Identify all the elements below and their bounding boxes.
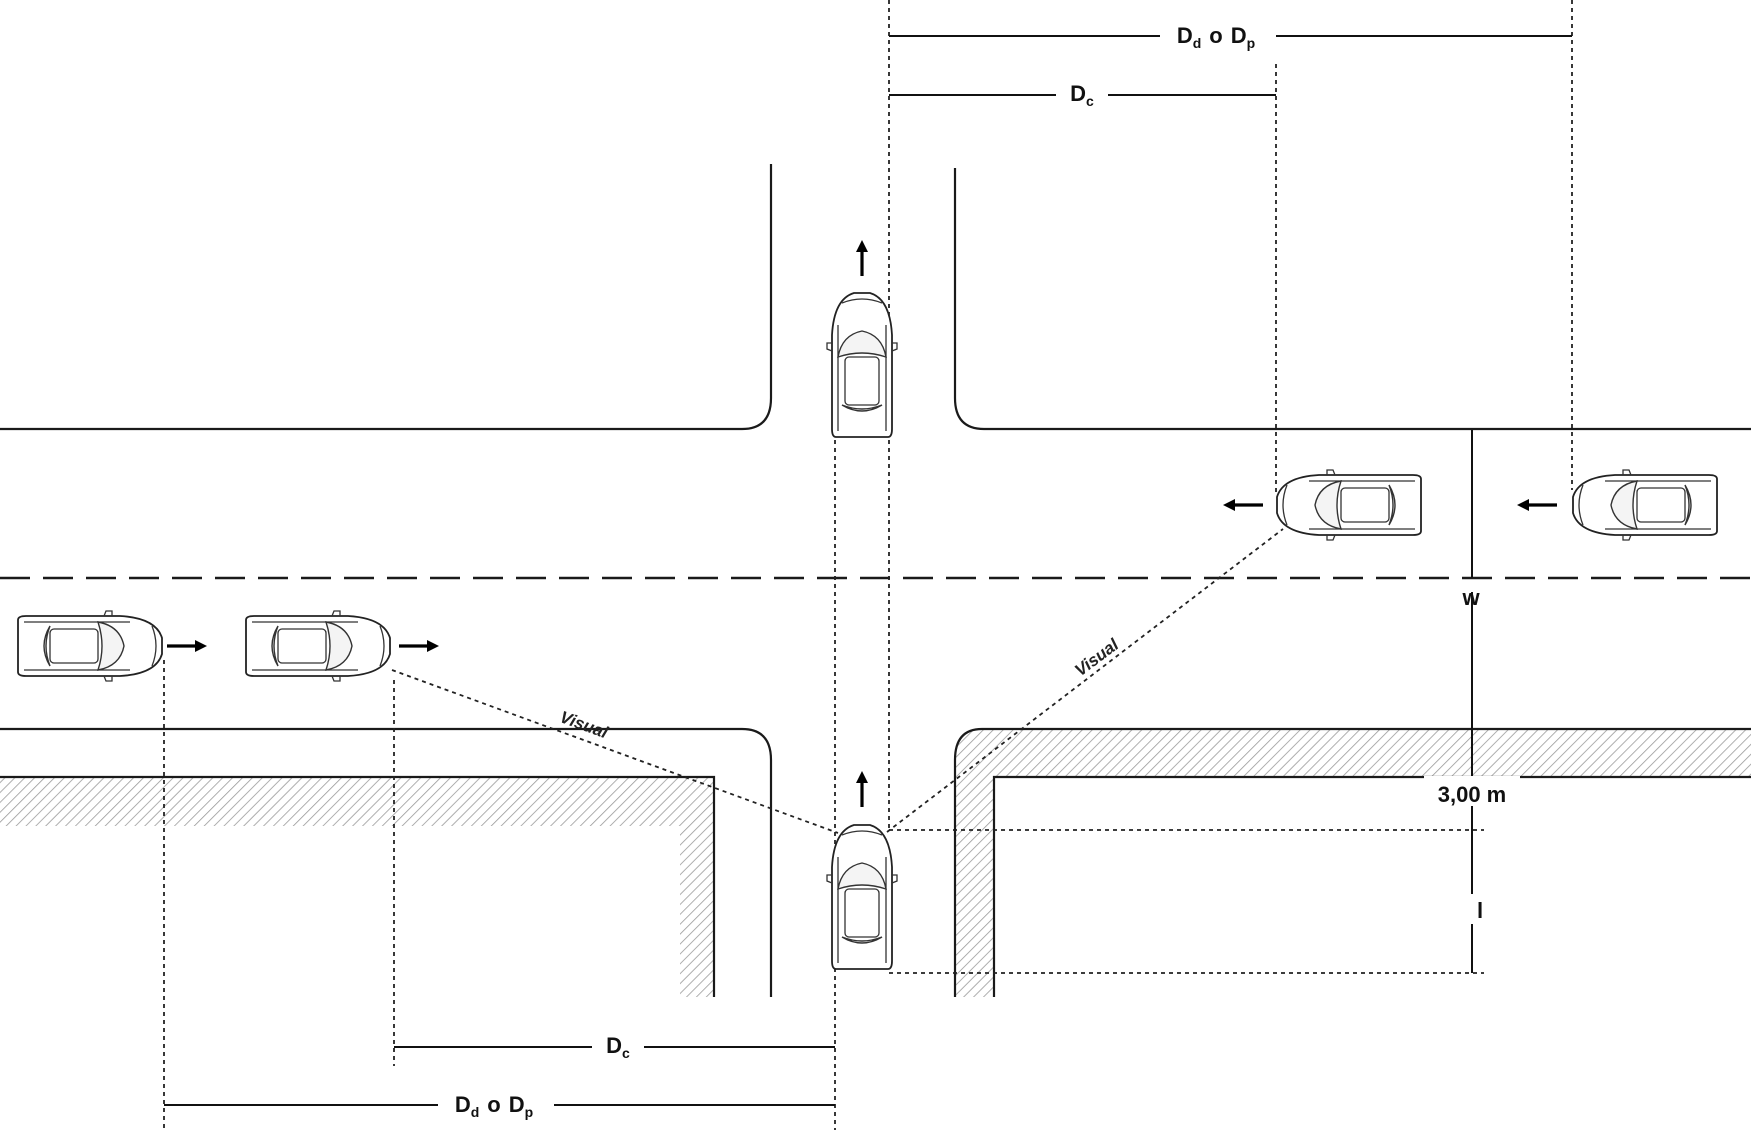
road-edges bbox=[0, 164, 1751, 997]
direction-arrows bbox=[167, 240, 1557, 807]
road-edge-top-left bbox=[0, 164, 773, 431]
road-edge-bottom-right bbox=[953, 727, 1751, 997]
label-l: l bbox=[1477, 898, 1483, 923]
arrow-up-icon bbox=[856, 240, 868, 276]
car-right-near bbox=[1276, 469, 1422, 541]
sight-line-left bbox=[391, 669, 839, 834]
road-edge-top-right bbox=[953, 168, 1751, 431]
hatch-bottom-right bbox=[955, 729, 1751, 997]
road-edge-bottom-left bbox=[0, 727, 773, 997]
label-three-meters: 3,00 m bbox=[1438, 782, 1507, 807]
sidewalk-edge-left bbox=[0, 775, 716, 997]
car-minor-road-stop bbox=[827, 825, 897, 969]
car-major-road-top bbox=[827, 293, 897, 437]
label-visual-left: Visual bbox=[557, 707, 611, 742]
sight-line-right bbox=[886, 528, 1284, 833]
label-dc-bottom: Dc bbox=[606, 1033, 630, 1061]
label-w: w bbox=[1461, 585, 1480, 610]
arrow-left-icon bbox=[1223, 499, 1263, 511]
sidewalk-hatching bbox=[0, 729, 1751, 997]
label-dc-top: Dc bbox=[1070, 81, 1094, 109]
arrow-right-icon bbox=[167, 640, 207, 652]
label-visual-right: Visual bbox=[1071, 634, 1123, 680]
car-right-far bbox=[1572, 469, 1718, 541]
arrow-up-icon bbox=[856, 771, 868, 807]
vehicles bbox=[17, 293, 1718, 969]
car-left-far bbox=[17, 610, 163, 682]
arrow-left-icon bbox=[1517, 499, 1557, 511]
sidewalk-edge-right bbox=[992, 775, 1751, 997]
car-left-near bbox=[245, 610, 391, 682]
hatch-bottom-left bbox=[0, 777, 714, 997]
arrow-right-icon bbox=[399, 640, 439, 652]
